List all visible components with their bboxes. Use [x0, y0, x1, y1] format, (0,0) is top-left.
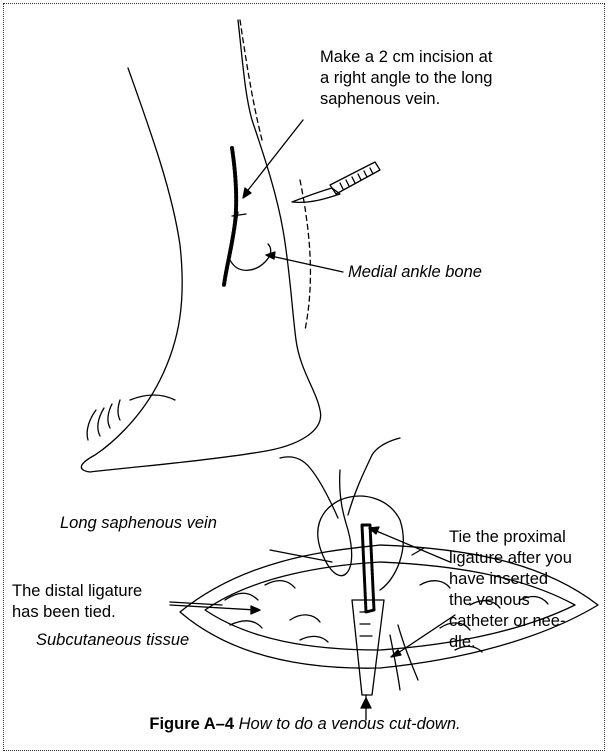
foot-outline — [81, 20, 320, 472]
distal-ligature-label: The distal ligature has been tied. — [12, 581, 142, 623]
incision-label: Make a 2 cm incision at a right angle to… — [320, 47, 492, 110]
ankle-bone-label: Medial ankle bone — [348, 262, 482, 283]
long-vein-label: Long saphenous vein — [60, 513, 217, 534]
caption-text: How to do a venous cut-down. — [239, 715, 461, 733]
ankle-bone-shape — [230, 244, 271, 270]
scalpel-icon — [292, 162, 380, 202]
caption-number: Figure A–4 — [149, 715, 234, 733]
saphenous-vein — [224, 148, 246, 285]
figure-caption: Figure A–4 How to do a venous cut-down. — [0, 715, 610, 734]
subcutaneous-label: Subcutaneous tissue — [36, 630, 189, 651]
proximal-ligature-label: Tie the proximal ligature after you have… — [449, 527, 572, 653]
